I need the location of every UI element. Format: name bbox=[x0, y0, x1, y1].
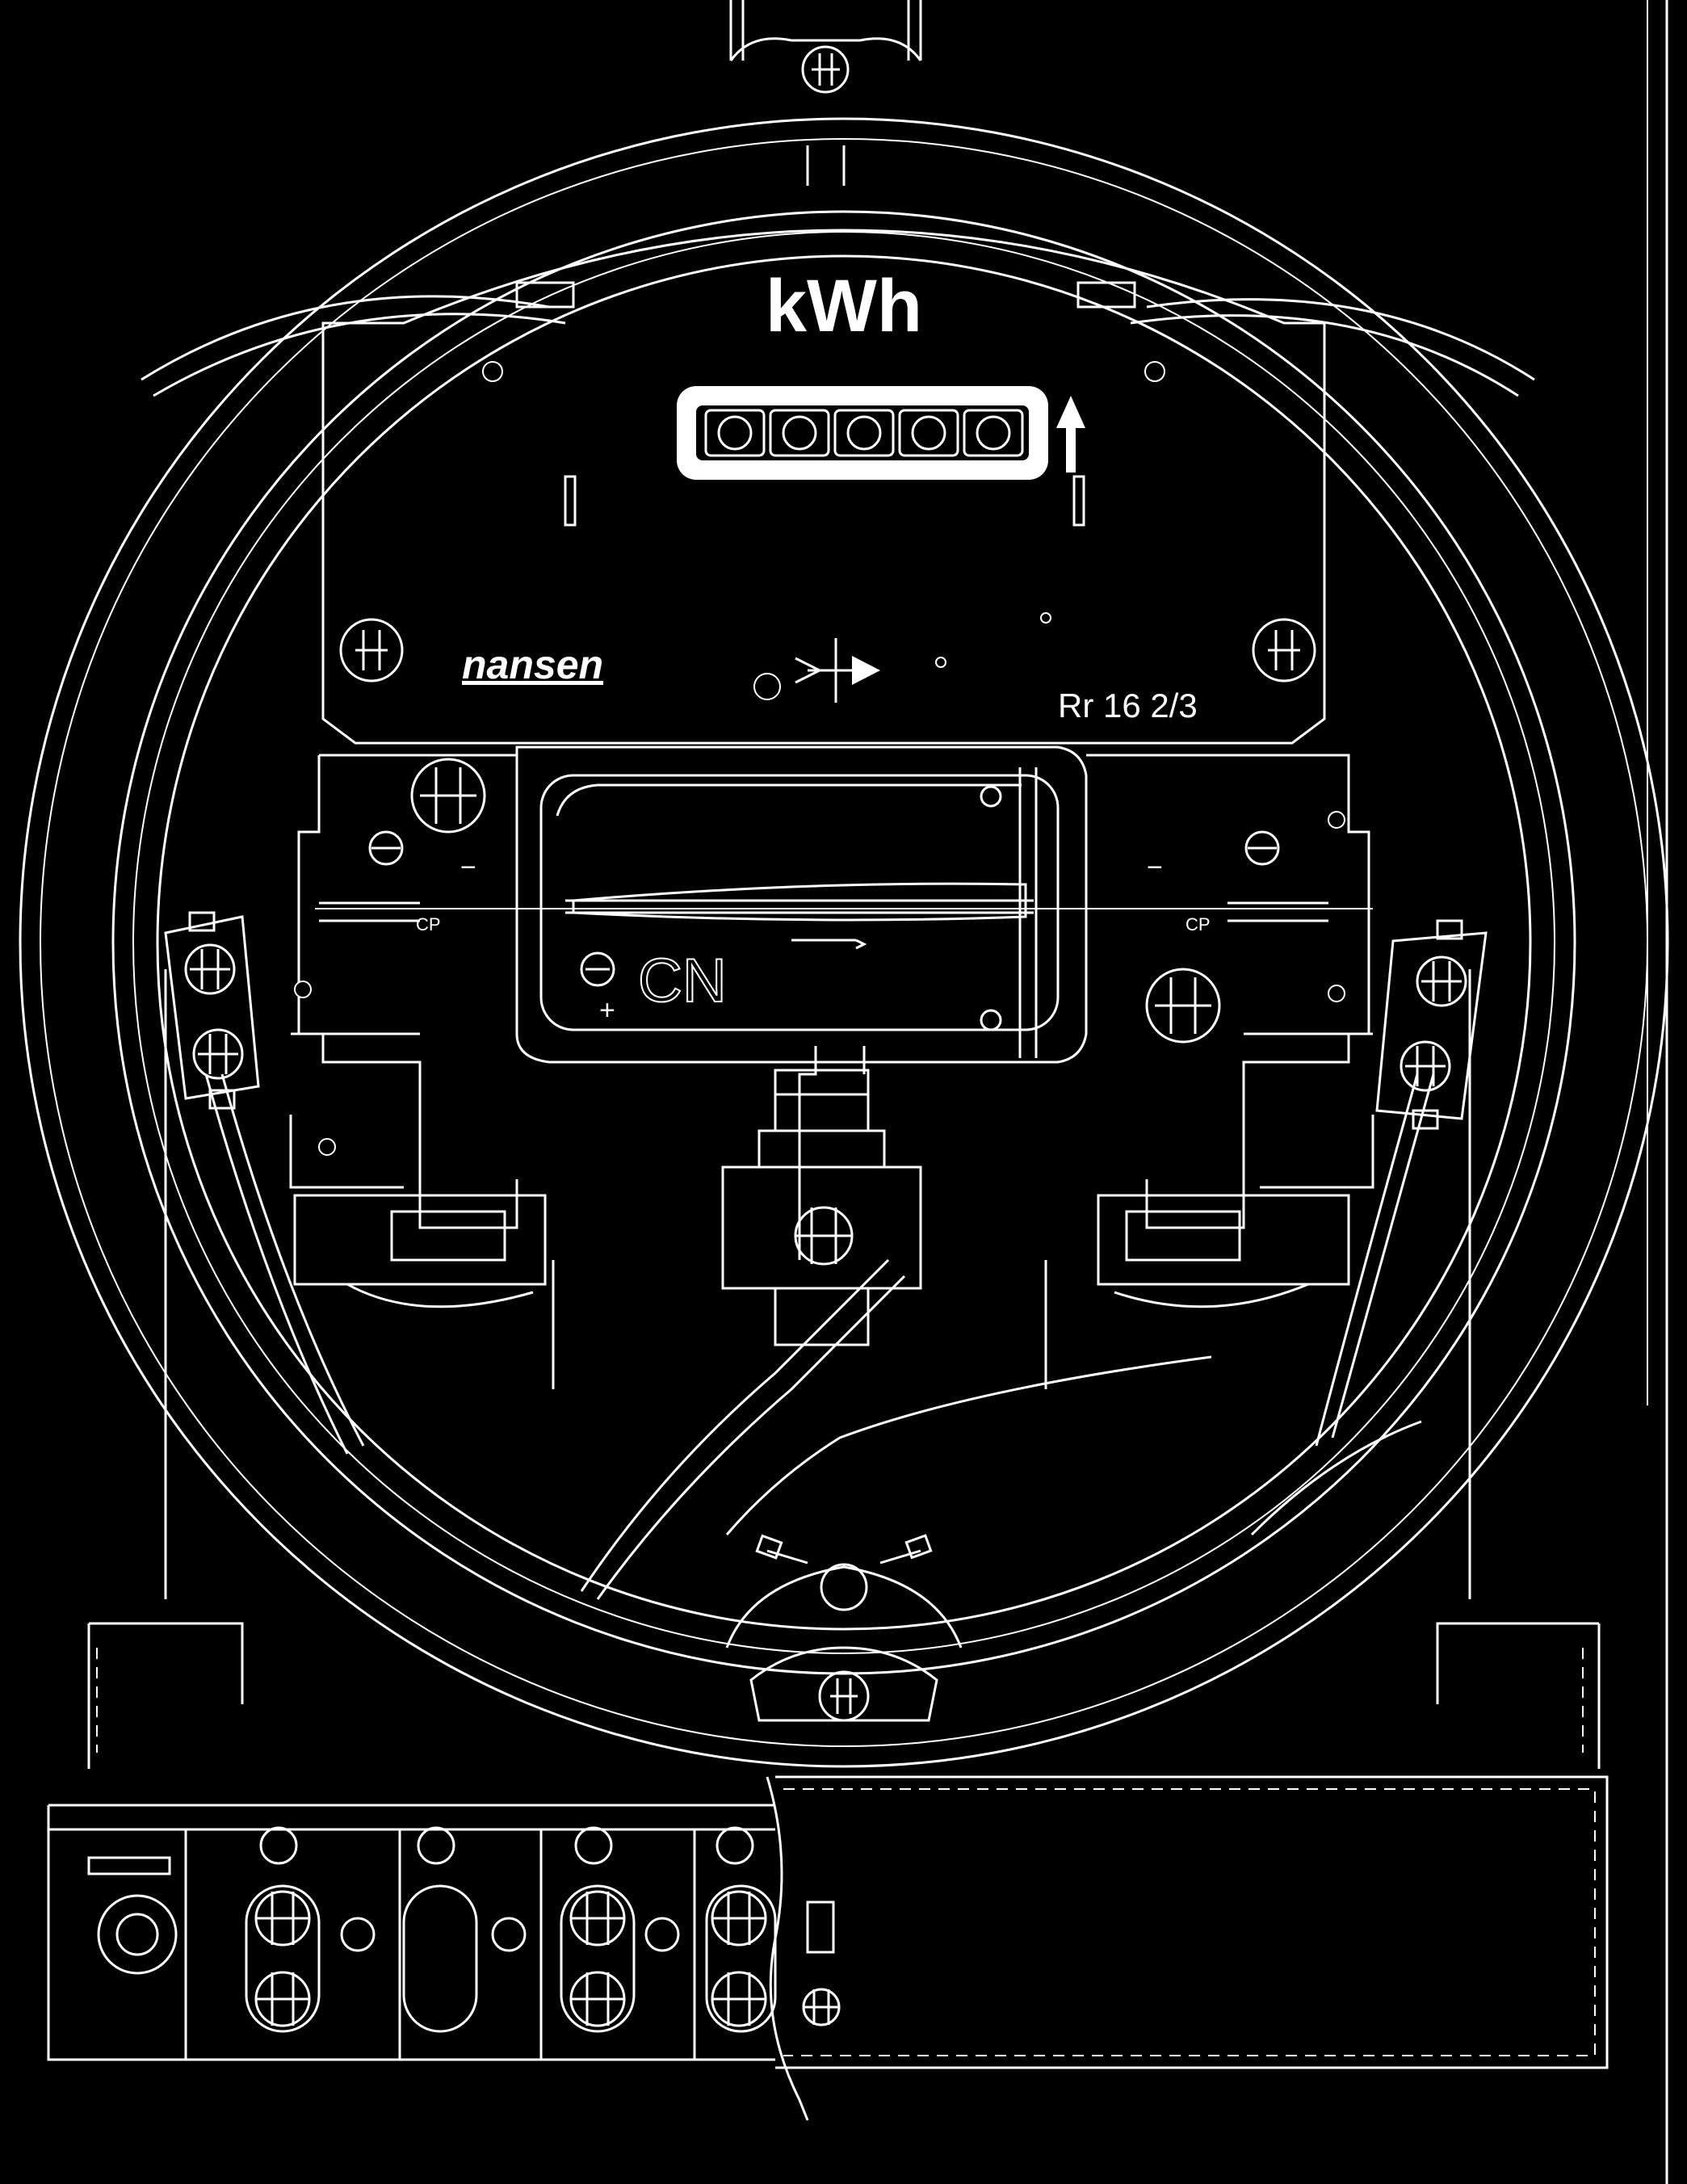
plus-sign: + bbox=[599, 995, 615, 1026]
left-terminal-clamp bbox=[164, 911, 260, 1110]
rotation-direction-icon bbox=[795, 638, 880, 703]
cp-label-left: CP bbox=[416, 914, 441, 934]
digit-window bbox=[976, 415, 1011, 451]
kwh-register bbox=[677, 386, 1048, 480]
bottom-tab bbox=[749, 1646, 938, 1722]
register-digit-wheels bbox=[704, 409, 1024, 457]
minus-sign-right: − bbox=[1147, 852, 1163, 883]
digit-wheel bbox=[769, 409, 830, 457]
digit-window bbox=[911, 415, 946, 451]
right-terminal-clamp bbox=[1375, 919, 1488, 1130]
terminal-cover bbox=[775, 1775, 1609, 2069]
digit-wheel bbox=[833, 409, 895, 457]
meter-base bbox=[87, 969, 1601, 1769]
terminal-block bbox=[47, 1776, 841, 2121]
drive-stack bbox=[293, 1069, 1350, 1389]
wiring-harness bbox=[141, 295, 1535, 1600]
right-magnet-block bbox=[1086, 754, 1374, 1229]
digit-window bbox=[717, 415, 753, 451]
dial-plate bbox=[321, 229, 1326, 745]
cover-rings bbox=[19, 117, 1669, 1768]
left-magnet-block bbox=[289, 754, 518, 1229]
up-arrow-icon bbox=[1056, 396, 1085, 472]
cp-label-right: CP bbox=[1186, 914, 1211, 934]
digit-wheel bbox=[898, 409, 959, 457]
digit-wheel bbox=[963, 409, 1024, 457]
digit-window bbox=[782, 415, 817, 451]
digit-window bbox=[846, 415, 882, 451]
brand-label: nansen bbox=[462, 642, 603, 687]
cp-bars bbox=[319, 901, 1328, 922]
unit-label: kWh bbox=[766, 265, 922, 347]
digit-wheel bbox=[704, 409, 766, 457]
minus-sign-left: − bbox=[460, 852, 476, 883]
top-bracket bbox=[729, 0, 922, 186]
model-label: Rr 16 2/3 bbox=[1058, 687, 1198, 724]
rotor-assembly bbox=[315, 746, 1373, 1064]
direction-label: CN bbox=[638, 947, 727, 1015]
wire-junction bbox=[725, 1534, 963, 1648]
right-frame bbox=[1647, 0, 1668, 2184]
